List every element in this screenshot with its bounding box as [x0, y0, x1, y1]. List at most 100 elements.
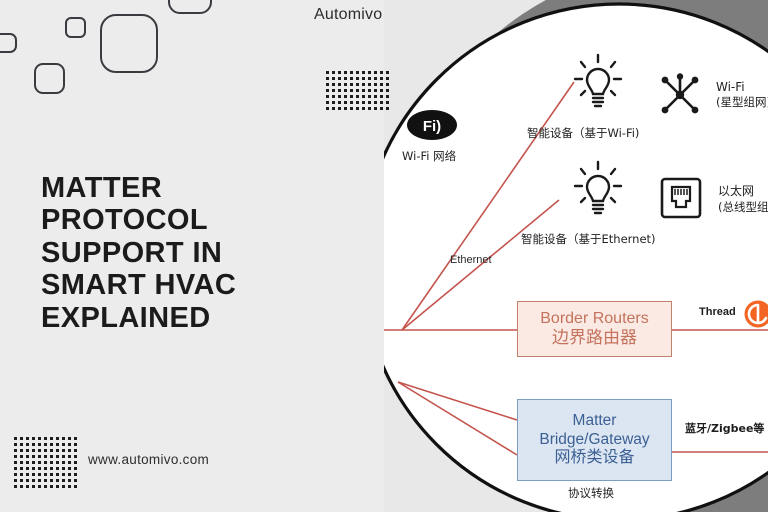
- decor-dot: [38, 455, 41, 458]
- decor-dot: [26, 473, 29, 476]
- thread-logo-icon: [744, 300, 768, 328]
- decor-dot: [68, 443, 71, 446]
- decor-dot: [338, 95, 341, 98]
- decor-dot: [374, 95, 377, 98]
- decor-dot: [14, 443, 17, 446]
- decor-dot: [56, 473, 59, 476]
- decor-dot: [350, 71, 353, 74]
- decor-dot: [14, 455, 17, 458]
- decor-dot: [32, 443, 35, 446]
- decor-dot: [26, 461, 29, 464]
- decor-dot: [14, 461, 17, 464]
- decor-rounded-square: [168, 0, 212, 14]
- decor-dot: [62, 449, 65, 452]
- decor-dot: [386, 95, 389, 98]
- decor-dot: [14, 485, 17, 488]
- site-url: www.automivo.com: [88, 452, 210, 467]
- decor-dot: [338, 83, 341, 86]
- decor-dot: [38, 473, 41, 476]
- decor-dot: [56, 467, 59, 470]
- label-wifi-topology: Wi-Fi (星型组网): [716, 80, 768, 110]
- decor-dot: [344, 77, 347, 80]
- star-topology-icon: [661, 73, 699, 114]
- decor-dot: [350, 89, 353, 92]
- decor-dot: [362, 101, 365, 104]
- decor-dot: [356, 95, 359, 98]
- decor-dot: [68, 455, 71, 458]
- decor-dot: [44, 461, 47, 464]
- decor-dot: [338, 77, 341, 80]
- decor-dot: [368, 107, 371, 110]
- decor-dot: [326, 101, 329, 104]
- decor-dot: [368, 71, 371, 74]
- decor-dot: [380, 77, 383, 80]
- decor-dot: [344, 89, 347, 92]
- decor-dot: [26, 455, 29, 458]
- decor-dot: [56, 479, 59, 482]
- decor-dot: [62, 455, 65, 458]
- decor-dot: [368, 95, 371, 98]
- decor-dot: [14, 437, 17, 440]
- page-title-line-4: SMART HVAC: [41, 269, 237, 302]
- node-border-routers[interactable]: Border Routers 边界路由器: [517, 301, 672, 357]
- decor-dot: [26, 479, 29, 482]
- decor-dot: [20, 467, 23, 470]
- decor-dot: [20, 479, 23, 482]
- node-matter-bridge[interactable]: Matter Bridge/Gateway 网桥类设备: [517, 399, 672, 481]
- decor-dot: [44, 485, 47, 488]
- decor-dot: [386, 71, 389, 74]
- decor-dot: [50, 485, 53, 488]
- decor-dot: [350, 95, 353, 98]
- decor-dot: [374, 107, 377, 110]
- node-matter-bridge-en1: Matter: [572, 412, 617, 430]
- decor-dot: [332, 101, 335, 104]
- decor-dot: [332, 77, 335, 80]
- decor-dot: [332, 83, 335, 86]
- decor-dot: [32, 485, 35, 488]
- decor-dot: [374, 89, 377, 92]
- decor-dot: [14, 467, 17, 470]
- decor-dot: [38, 449, 41, 452]
- decor-dot: [386, 107, 389, 110]
- decor-dot: [338, 107, 341, 110]
- decor-dot: [386, 101, 389, 104]
- decor-dot: [374, 71, 377, 74]
- decor-dot: [356, 89, 359, 92]
- decor-dot: [344, 101, 347, 104]
- decor-dot: [326, 77, 329, 80]
- decor-dot: [20, 455, 23, 458]
- decor-dot: [74, 461, 77, 464]
- decor-dot: [56, 443, 59, 446]
- decor-dot: [350, 77, 353, 80]
- decor-dot: [68, 479, 71, 482]
- page-title-line-2: PROTOCOL: [41, 204, 209, 237]
- decor-rounded-square: [34, 63, 65, 94]
- decor-dot: [38, 479, 41, 482]
- label-wifi-topology-l1: Wi-Fi: [716, 80, 745, 94]
- svg-text:Fi): Fi): [423, 118, 441, 135]
- decor-dot: [362, 95, 365, 98]
- decor-dot: [14, 479, 17, 482]
- decor-dot: [14, 449, 17, 452]
- decor-dot: [20, 473, 23, 476]
- decor-dot: [338, 71, 341, 74]
- decor-dot: [44, 455, 47, 458]
- decor-dot: [380, 95, 383, 98]
- decor-dot: [62, 443, 65, 446]
- decor-dot: [74, 443, 77, 446]
- decor-dot: [62, 479, 65, 482]
- decor-dot: [362, 71, 365, 74]
- decor-dot: [68, 473, 71, 476]
- decor-dot: [380, 71, 383, 74]
- decor-dot: [368, 83, 371, 86]
- decor-dot: [356, 107, 359, 110]
- decor-dot: [32, 455, 35, 458]
- decor-dot: [20, 461, 23, 464]
- node-matter-bridge-cn: 网桥类设备: [554, 448, 635, 466]
- decor-dot: [74, 455, 77, 458]
- decor-dot: [386, 77, 389, 80]
- decor-dot: [356, 77, 359, 80]
- decor-dot: [362, 89, 365, 92]
- decor-dot: [380, 107, 383, 110]
